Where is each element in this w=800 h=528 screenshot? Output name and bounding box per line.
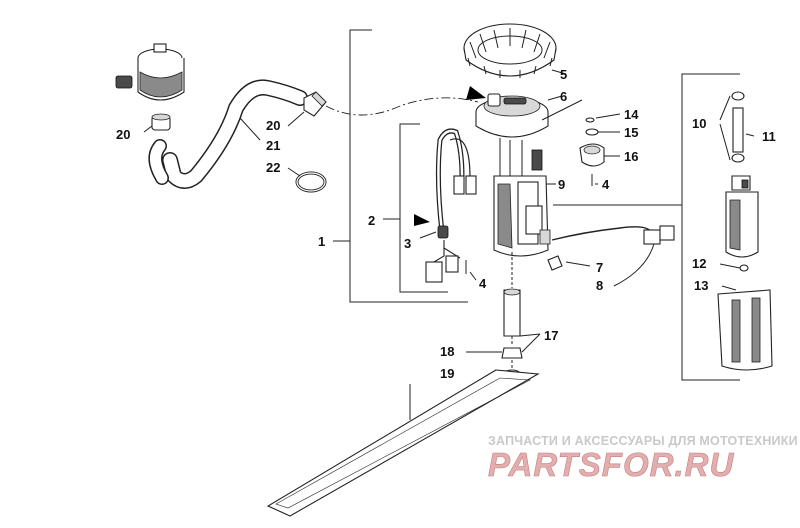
callout-5: 5 (560, 67, 567, 82)
callout-16: 16 (624, 149, 638, 164)
fittings-14-16 (541, 99, 605, 186)
callout-22: 22 (266, 160, 280, 175)
callout-17: 17 (544, 328, 558, 343)
arrow-marker-top (466, 86, 486, 100)
callout-4-harness: 4 (479, 276, 487, 291)
clip-22 (295, 171, 327, 193)
callout-10: 10 (692, 116, 706, 131)
watermark-tagline: ЗАПЧАСТИ И АКСЕССУАРЫ ДЛЯ МОТОТЕХНИКИ (488, 434, 798, 448)
pump-module-9 (493, 138, 551, 257)
hose-clamp-20-right (303, 91, 327, 117)
callout-20-left: 20 (116, 127, 130, 142)
callout-20-right: 20 (266, 118, 280, 133)
vent-hose-21 (148, 79, 308, 189)
callout-3: 3 (404, 236, 411, 251)
callout-6: 6 (560, 89, 567, 104)
watermark-logo: PARTSFOR.RU (488, 446, 734, 483)
callout-14: 14 (624, 107, 639, 122)
bracket-assembly-1 (349, 29, 468, 303)
callout-18: 18 (440, 344, 454, 359)
bracket-assembly-2 (399, 123, 448, 293)
callout-8: 8 (596, 278, 603, 293)
callout-4-fitting: 4 (602, 177, 610, 192)
leader-lines (143, 69, 755, 420)
callout-11: 11 (762, 129, 776, 144)
vent-valve (115, 43, 185, 101)
strainer-strip-19 (266, 369, 540, 517)
callout-15: 15 (624, 125, 638, 140)
lock-ring-5 (463, 23, 557, 78)
arrow-marker-harness (414, 214, 430, 226)
pickup-17-18 (501, 252, 523, 379)
callout-21: 21 (266, 138, 280, 153)
pump-internals-10-13 (717, 91, 773, 371)
callout-19: 19 (440, 366, 454, 381)
callout-9: 9 (558, 177, 565, 192)
hose-clamp-20-left (151, 113, 171, 131)
callout-1: 1 (318, 234, 325, 249)
callout-13: 13 (694, 278, 708, 293)
fuel-sender-7-8 (547, 225, 675, 271)
dashed-connection (325, 97, 479, 116)
bracket-assembly-12 (681, 73, 740, 381)
callout-12: 12 (692, 256, 706, 271)
callout-2: 2 (368, 213, 375, 228)
pump-flange-6 (466, 86, 549, 138)
wiring-harness-2 (414, 128, 477, 283)
callout-7: 7 (596, 260, 603, 275)
